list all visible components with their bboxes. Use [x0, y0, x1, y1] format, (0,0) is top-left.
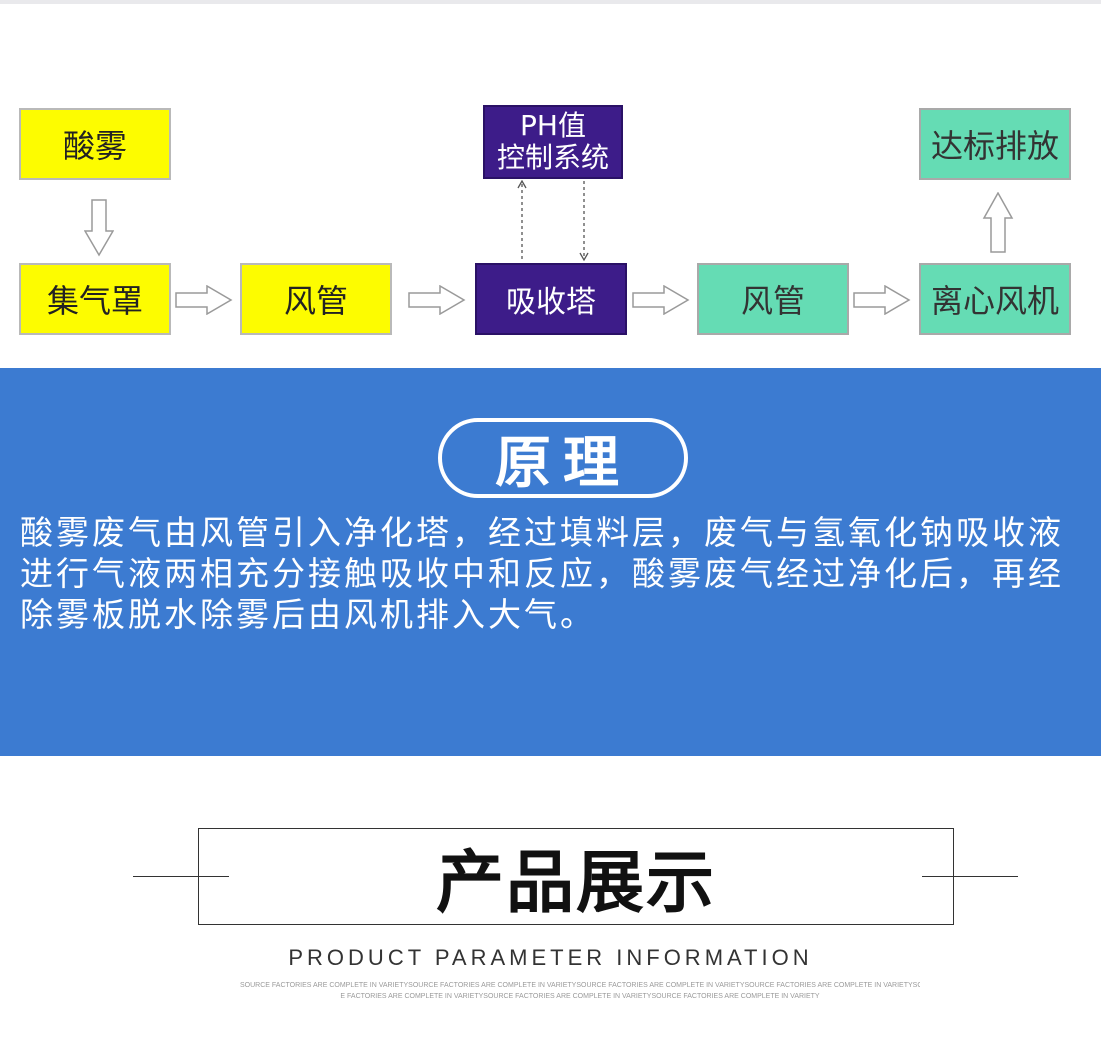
node-ph-line2: 控制系统 — [496, 141, 609, 174]
title-left-line — [133, 876, 229, 877]
principle-body: 酸雾废气由风管引入净化塔，经过填料层，废气与氢氧化钠吸收液进行气液两相充分接触吸… — [20, 513, 1064, 634]
node-fan: 离心风机 — [919, 263, 1071, 335]
node-tower: 吸收塔 — [475, 263, 627, 335]
arrow-right-icon — [175, 285, 233, 315]
node-duct-2: 风管 — [697, 263, 849, 335]
node-ph-line1: PH值 — [520, 108, 586, 142]
node-duct-1: 风管 — [240, 263, 392, 335]
node-acid-mist: 酸雾 — [19, 108, 171, 180]
arrow-right-icon — [632, 285, 690, 315]
node-hood-label: 集气罩 — [46, 282, 143, 320]
product-title: 产品展示 — [435, 844, 716, 923]
product-subtitle: PRODUCT PARAMETER INFORMATION — [288, 945, 813, 970]
dashed-arrow-down-icon — [579, 181, 589, 262]
arrow-right-icon — [853, 285, 911, 315]
principle-band — [0, 368, 1101, 756]
arrow-up-icon — [982, 192, 1014, 253]
arrow-right-icon — [408, 285, 466, 315]
title-right-line — [922, 876, 1018, 877]
node-discharge-label: 达标排放 — [930, 127, 1059, 165]
node-duct-1-label: 风管 — [283, 282, 348, 320]
arrow-down-icon — [84, 199, 114, 257]
top-strip — [0, 0, 1101, 4]
principle-title: 原理 — [438, 418, 688, 498]
node-duct-2-label: 风管 — [740, 282, 805, 320]
node-discharge: 达标排放 — [919, 108, 1071, 180]
fine-print-line-2: E FACTORIES ARE COMPLETE IN VARIETYSOURC… — [340, 993, 820, 1000]
fine-print-line-1: SOURCE FACTORIES ARE COMPLETE IN VARIETY… — [240, 982, 920, 989]
node-hood: 集气罩 — [19, 263, 171, 335]
node-ph-control: PH值 控制系统 — [483, 105, 623, 179]
node-acid-mist-label: 酸雾 — [62, 127, 127, 165]
node-tower-label: 吸收塔 — [506, 285, 596, 320]
node-fan-label: 离心风机 — [930, 282, 1059, 320]
dashed-arrow-up-icon — [517, 180, 527, 259]
